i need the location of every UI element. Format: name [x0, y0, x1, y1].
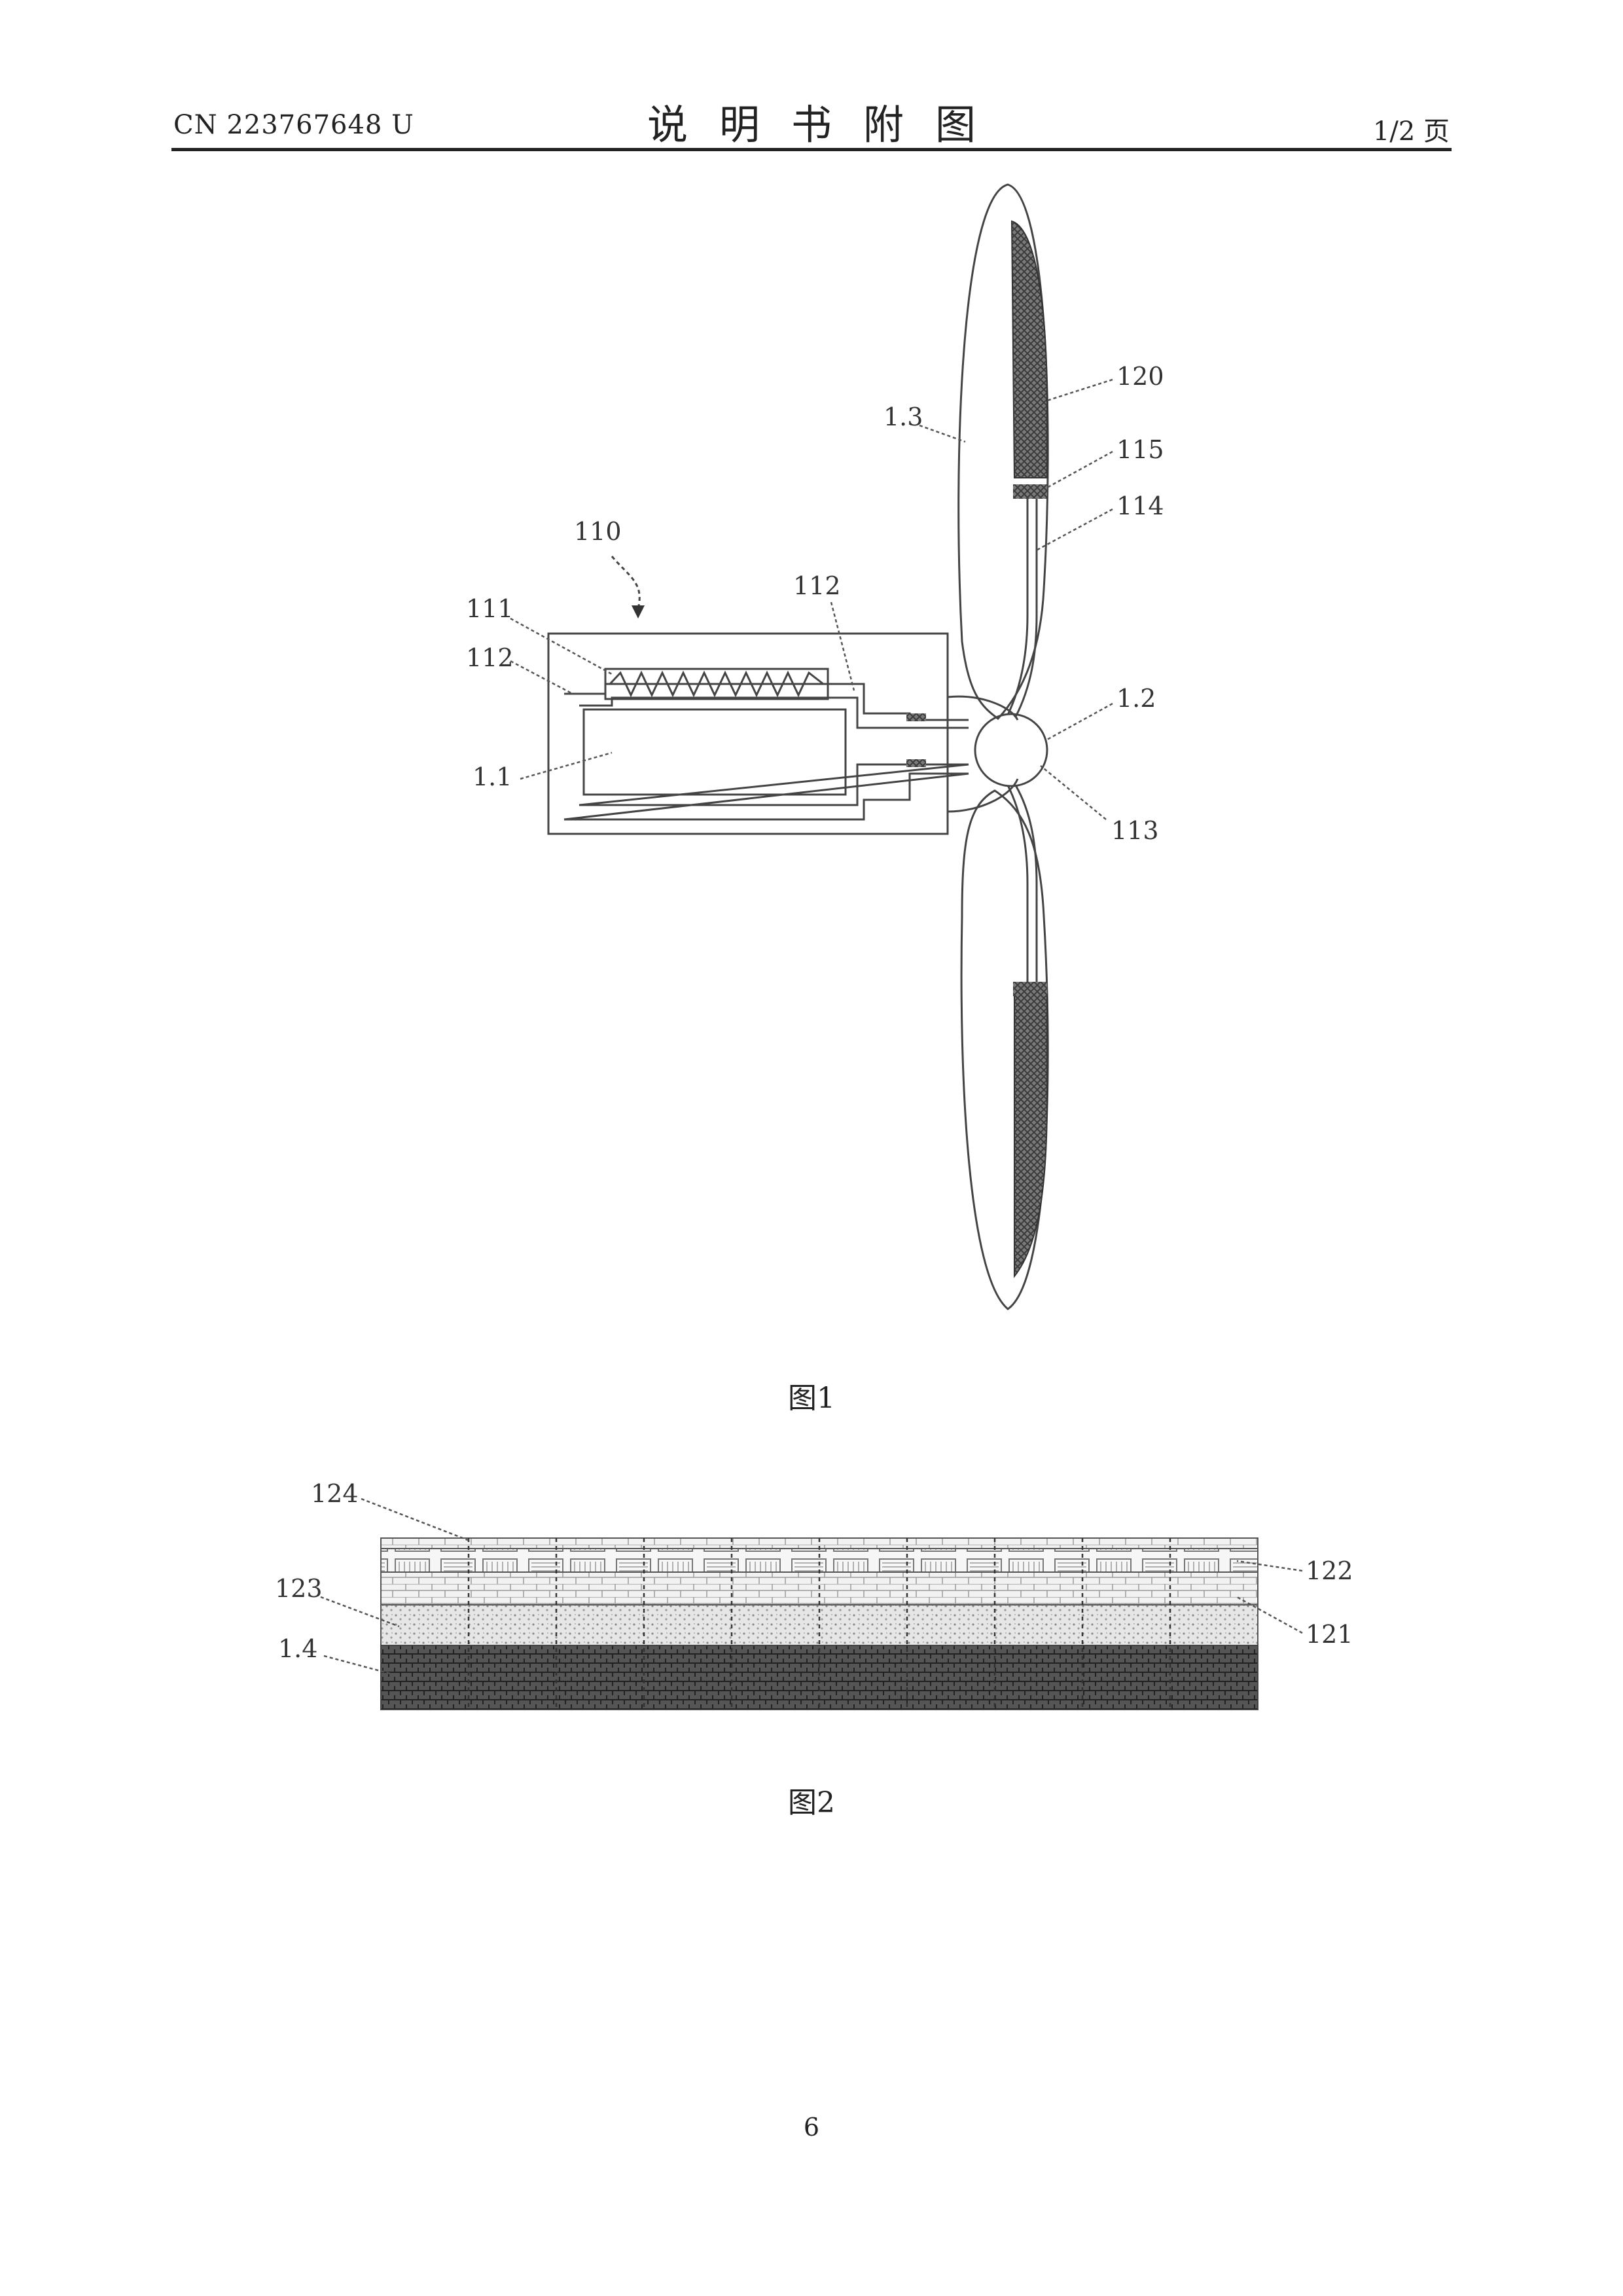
- figure-2-drawing: 124 123 1.4 122 121: [0, 0, 1623, 1767]
- label-122: 122: [1306, 1556, 1353, 1585]
- label-121: 121: [1306, 1620, 1353, 1649]
- figure-2-caption: 图2: [0, 1779, 1623, 1821]
- leader-124: [361, 1499, 471, 1541]
- label-124: 124: [311, 1479, 359, 1508]
- label-123: 123: [275, 1574, 323, 1603]
- layer-1-4-base: [381, 1645, 1258, 1710]
- layer-122-cells: [381, 1549, 1258, 1572]
- label-1-4: 1.4: [278, 1634, 317, 1663]
- page-number: 6: [0, 2113, 1623, 2142]
